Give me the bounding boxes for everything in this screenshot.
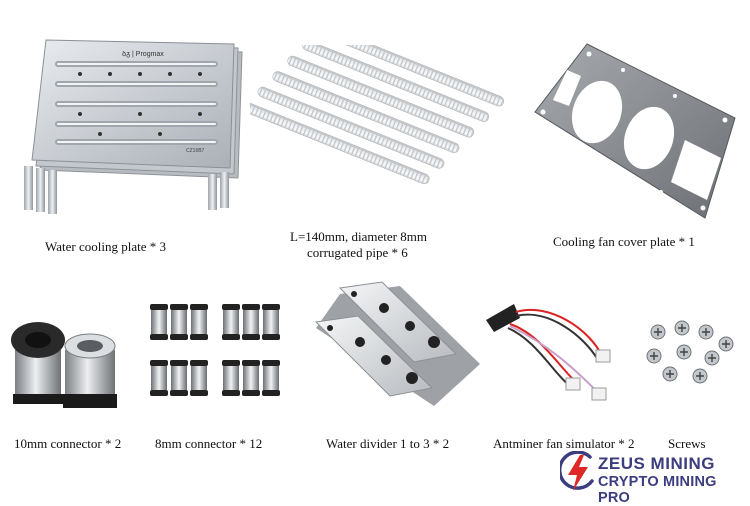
fan-simulator-caption: Antminer fan simulator * 2 [493, 436, 635, 451]
water-cooling-plate-image: ꝺᵹ | Progmax CZ16B7 [10, 38, 250, 218]
plate-brand-label: ꝺᵹ | Progmax [122, 50, 164, 58]
screws-caption: Screws [668, 436, 706, 451]
10mm-connector-caption: 10mm connector * 2 [14, 436, 122, 451]
water-divider-caption: Water divider 1 to 3 * 2 [326, 436, 450, 451]
fan-cover-plate-image [525, 40, 740, 220]
brand-line1: ZEUS MINING [598, 454, 715, 473]
corrugated-pipe-caption-line2: corrugated pipe * 6 [307, 245, 408, 260]
lightning-icon [560, 451, 594, 491]
water-cooling-plate-caption: Water cooling plate * 3 [45, 239, 166, 254]
8mm-connector-caption: 8mm connector * 12 [155, 436, 263, 451]
zeus-mining-logo: ZEUS MINING CRYPTO MINING PRO [560, 449, 750, 506]
fan-simulator-image [480, 290, 630, 415]
fan-cover-plate-caption: Cooling fan cover plate * 1 [553, 234, 695, 249]
10mm-connector-image [5, 310, 130, 420]
corrugated-pipe-caption-line1: L=140mm, diameter 8mm [290, 229, 427, 244]
plate-code-label: CZ16B7 [186, 148, 205, 154]
8mm-connector-image [140, 300, 305, 410]
screws-image [640, 320, 740, 385]
water-divider-image [310, 280, 485, 415]
brand-line2: CRYPTO MINING PRO [598, 474, 717, 506]
corrugated-pipe-image [242, 24, 510, 195]
